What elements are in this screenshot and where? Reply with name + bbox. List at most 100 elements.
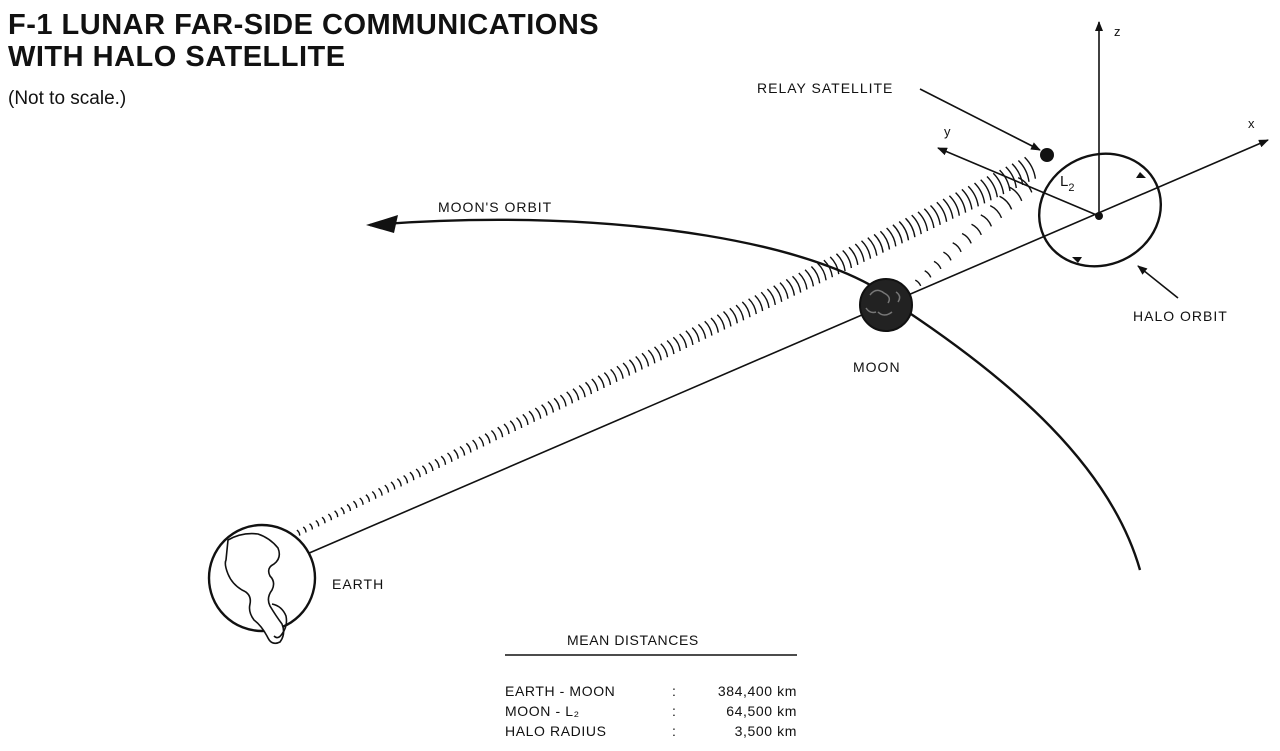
signal-wave-mark [547,400,555,413]
moons-orbit-arc [369,218,1142,571]
signal-wave-mark [585,381,593,395]
signal-wave-mark [735,304,745,321]
signal-wave-mark [509,420,516,432]
signal-wave-mark [654,346,662,361]
signal-wave-mark [911,214,922,235]
relay-satellite-label: RELAY SATELLITE [757,80,893,96]
signal-wave-mark [321,516,326,524]
moon-to-satellite-signal [914,176,1033,287]
signal-wave-mark [528,410,535,422]
signal-wave-mark [748,298,757,315]
moon-label: MOON [853,359,901,375]
signal-wave-mark [340,507,345,515]
signal-wave-mark [591,378,599,392]
signal-wave-mark [421,465,428,475]
signal-wave-mark [955,192,967,213]
signal-wave-mark [723,310,732,327]
signal-wave-mark [384,484,390,493]
signal-wave-mark [534,407,542,419]
signal-wave-mark [691,327,700,342]
distance-row-separator: : [672,723,677,739]
signal-wave-mark [396,478,402,487]
l2-point [1095,212,1103,220]
signal-wave-mark [879,230,891,250]
signal-wave-mark [628,359,637,373]
signal-wave-mark [516,417,523,428]
signal-wave-mark [559,394,567,407]
signal-wave-mark [1008,186,1023,202]
signal-wave-mark [440,455,447,465]
moon-icon [859,278,913,332]
signal-wave-mark [1017,160,1030,182]
signal-wave-mark [943,251,952,261]
signal-wave-mark [892,224,903,244]
signal-wave-mark [309,523,314,530]
signal-wave-mark [930,204,941,225]
signal-wave-mark [465,442,472,453]
signal-wave-mark [842,249,853,269]
signal-wave-mark [641,352,650,367]
signal-wave-mark [967,185,979,207]
signal-wave-mark [490,429,497,441]
signal-wave-mark [371,490,377,499]
signal-wave-mark [660,343,669,358]
signal-wave-mark [302,526,307,533]
signal-wave-mark [365,494,371,502]
signal-wave-mark [403,474,409,484]
distance-row-label: EARTH - MOON [505,683,615,699]
earth-landmass-south [271,603,288,639]
distance-row-label: MOON - L₂ [505,703,580,719]
signal-wave-mark [541,404,548,416]
figure-title-line-1: F-1 LUNAR FAR-SIDE COMMUNICATIONS [8,9,600,41]
signal-wave-mark [810,266,821,284]
signal-wave-mark [503,423,510,435]
distance-row-label: HALO RADIUS [505,723,607,739]
moon-texture [865,289,901,316]
signal-wave-mark [553,397,561,410]
signal-wave-mark [409,471,415,481]
signal-wave-mark [886,227,897,247]
signal-wave-mark [352,500,358,508]
signal-wave-mark [635,355,643,370]
z-axis-label: z [1114,24,1121,39]
signal-wave-mark [798,272,808,290]
signal-wave-mark [453,449,459,459]
signal-wave-mark [971,223,982,236]
signal-wave-mark [666,339,675,355]
distance-row-value: 3,500 km [735,723,797,739]
signal-wave-mark [672,336,681,352]
signal-wave-mark [986,176,998,198]
signal-wave-mark [952,242,962,253]
signal-wave-mark [716,314,726,330]
signal-wave-mark [923,208,935,229]
signal-wave-mark [566,391,574,404]
signal-wave-mark [1017,176,1033,193]
l2-label: L2 [1060,173,1074,194]
signal-wave-mark [914,279,922,287]
signal-wave-mark [792,275,802,293]
signal-wave-mark [447,452,453,462]
signal-wave-mark [616,365,624,379]
halo-orbit [1037,152,1163,268]
signal-wave-mark [378,487,383,496]
figure-title-line-2: WITH HALO SATELLITE [8,41,346,73]
signal-wave-mark [933,260,942,270]
distance-row-value: 384,400 km [718,683,797,699]
signal-wave-mark [980,214,993,227]
relay-satellite-icon [1040,148,1054,162]
signal-wave-mark [296,529,301,536]
signal-wave-mark [741,301,751,318]
signal-wave-mark [697,323,707,339]
earth-continents [224,532,285,645]
signal-wave-mark [917,211,929,232]
signal-wave-mark [785,278,796,296]
y-axis-label: y [944,124,951,139]
signal-wave-mark [823,259,834,278]
signal-wave-mark [999,195,1013,210]
signal-wave-mark [754,294,764,312]
moons-orbit-arrow-icon [366,215,398,233]
earth-moon-x-axis [299,139,1269,558]
signal-wave-mark [679,333,688,348]
signal-wave-mark [434,458,440,468]
